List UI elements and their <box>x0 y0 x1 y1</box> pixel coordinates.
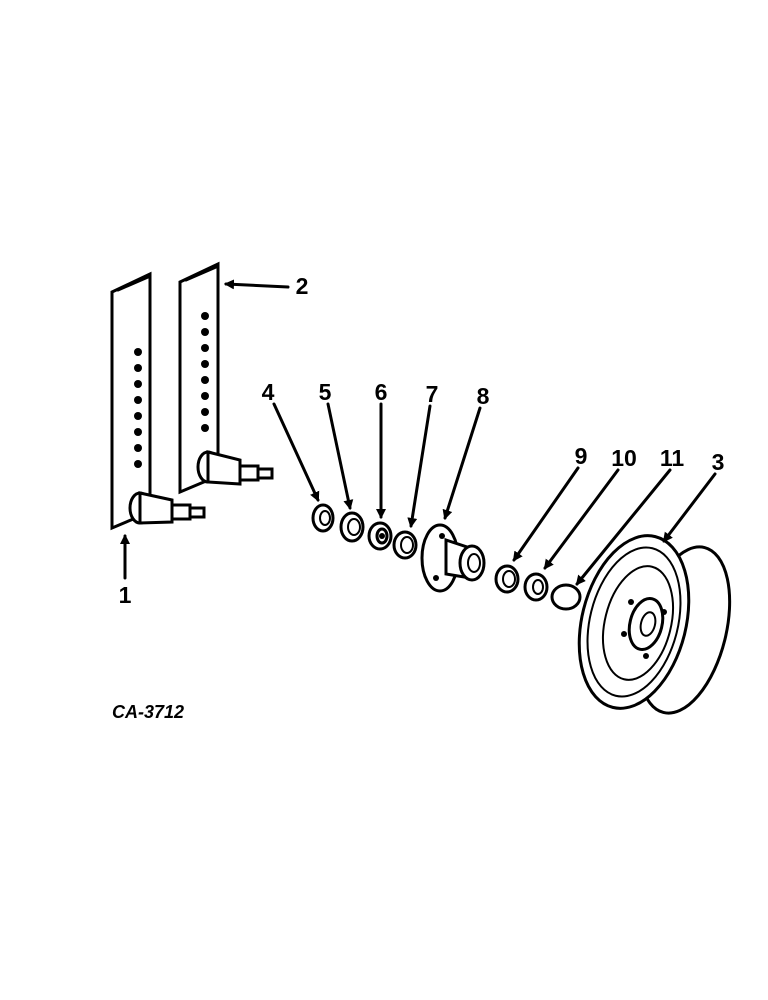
part-5-bearing-cone <box>339 511 365 543</box>
arrow-11 <box>575 468 672 586</box>
arrow-3 <box>662 472 717 543</box>
part-9-bearing-cone <box>494 564 520 594</box>
arrow-5 <box>326 402 354 510</box>
arrow-7 <box>407 404 432 528</box>
part-2-spindle-bar <box>178 261 274 495</box>
callout-7: 7 <box>426 381 439 407</box>
part-6-bearing <box>367 521 393 551</box>
part-4-seal <box>311 503 335 533</box>
arrow-4 <box>272 402 320 502</box>
callout-4: 4 <box>262 379 275 405</box>
callout-9: 9 <box>575 443 588 469</box>
callout-6: 6 <box>375 379 388 405</box>
part-8-hub <box>420 523 486 593</box>
figure-code: CA-3712 <box>112 702 184 722</box>
callout-11: 11 <box>660 445 685 471</box>
leader-arrows <box>120 279 717 586</box>
part-11-hub-cap <box>550 583 582 611</box>
callout-8: 8 <box>477 383 490 409</box>
callout-3: 3 <box>712 449 725 475</box>
callout-10: 10 <box>611 445 637 471</box>
callout-2: 2 <box>296 273 309 299</box>
arrow-9 <box>512 466 580 562</box>
part-7-bearing-cup <box>392 530 418 560</box>
part-3-wheel <box>577 534 732 715</box>
arrow-10 <box>543 468 620 570</box>
callout-5: 5 <box>319 379 332 405</box>
part-1-spindle-bar <box>110 271 206 531</box>
arrow-8 <box>442 406 482 520</box>
callout-1: 1 <box>119 582 132 608</box>
arrow-2 <box>224 279 290 290</box>
part-10-nut <box>523 572 549 602</box>
